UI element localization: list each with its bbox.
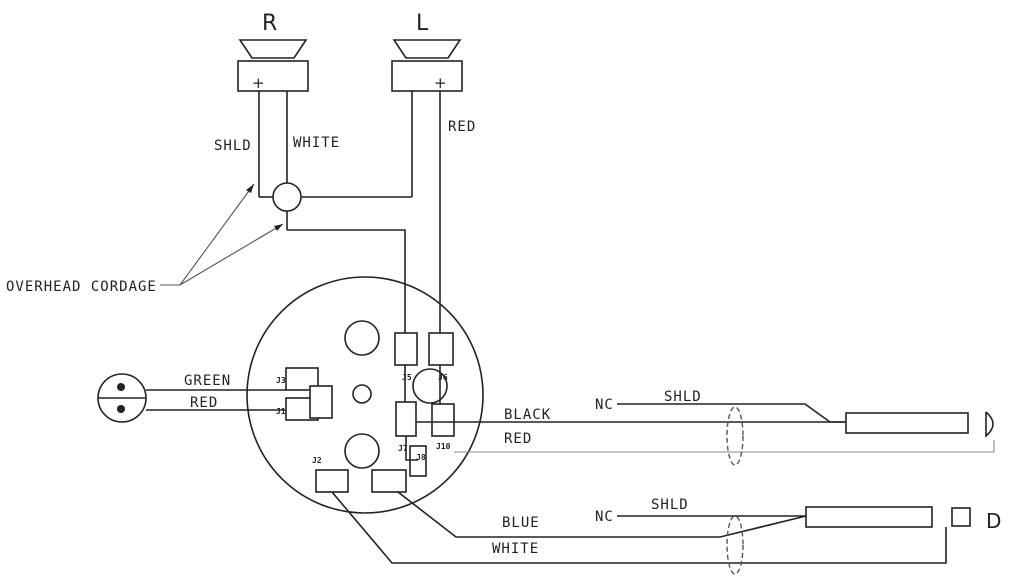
label-plug-d-lower: D bbox=[986, 509, 1001, 533]
label-black: BLACK bbox=[504, 407, 551, 423]
pin-label-4: J2 bbox=[312, 456, 322, 465]
label-blue: BLUE bbox=[502, 515, 540, 531]
upper-plug-tip bbox=[985, 411, 994, 438]
label-shld-top: SHLD bbox=[214, 138, 252, 154]
upper-cable-shield bbox=[726, 406, 744, 466]
pin-j10 bbox=[431, 403, 455, 437]
base-plate bbox=[246, 276, 484, 514]
label-white-top: WHITE bbox=[293, 135, 340, 151]
junction-circle bbox=[272, 182, 302, 212]
pin-label-9: J10 bbox=[436, 442, 451, 451]
pin-j8 bbox=[409, 445, 427, 477]
label-overhead-cordage: OVERHEAD CORDAGE bbox=[6, 279, 157, 295]
speaker-right-cone bbox=[238, 39, 308, 59]
speaker-right-plus: + bbox=[252, 74, 265, 92]
pin-j5 bbox=[394, 332, 418, 366]
mounting-hole-top bbox=[344, 320, 380, 356]
label-shld-lower: SHLD bbox=[651, 497, 689, 513]
label-shld-upper: SHLD bbox=[664, 389, 702, 405]
speaker-right-letter: R bbox=[262, 11, 277, 36]
pin-labels: J3 J1 J2 J5 J6 J7 J8 J10 bbox=[276, 373, 451, 465]
lower-cable bbox=[331, 491, 971, 575]
pin-j7 bbox=[395, 401, 417, 437]
label-red-left: RED bbox=[190, 395, 218, 411]
pin-j1-ext bbox=[309, 385, 333, 419]
left-jack bbox=[97, 373, 286, 423]
pin-label-2: J1 bbox=[276, 407, 286, 416]
pin-label-5: J5 bbox=[402, 373, 412, 382]
upper-plug-body bbox=[845, 412, 969, 434]
pin-j2 bbox=[371, 469, 407, 493]
top-wiring bbox=[258, 91, 441, 335]
pin-j3 bbox=[285, 367, 319, 391]
overhead-cordage-callout: OVERHEAD CORDAGE bbox=[6, 183, 284, 295]
speaker-right-terminal-box bbox=[237, 60, 309, 92]
base-circle bbox=[246, 276, 484, 514]
pin-blocks bbox=[285, 332, 455, 493]
speaker-left-plus: + bbox=[434, 74, 447, 92]
pin-label-8: J8 bbox=[416, 453, 426, 462]
label-nc-upper: NC bbox=[595, 397, 614, 413]
speaker-left-cone bbox=[392, 39, 462, 59]
lower-cable-shield bbox=[726, 515, 744, 575]
label-nc-lower: NC bbox=[595, 509, 614, 525]
lower-plug-tip bbox=[951, 507, 971, 527]
label-red-top: RED bbox=[448, 119, 476, 135]
mounting-hole-center bbox=[352, 384, 372, 404]
mounting-hole-bottom bbox=[344, 433, 380, 469]
speaker-left: L + bbox=[391, 11, 463, 92]
upper-cable bbox=[416, 403, 995, 466]
speaker-left-letter: L bbox=[416, 11, 429, 36]
label-white-bottom: WHITE bbox=[492, 541, 539, 557]
pin-label-7: J7 bbox=[398, 444, 408, 453]
pin-label-6: J6 bbox=[438, 373, 448, 382]
pin-center-circle bbox=[412, 368, 448, 404]
speaker-right: R + bbox=[237, 11, 309, 92]
pin-label-1: J3 bbox=[276, 376, 286, 385]
speaker-left-terminal-box bbox=[391, 60, 463, 92]
pin-j6 bbox=[428, 332, 454, 366]
label-red-lower: RED bbox=[504, 431, 532, 447]
lower-plug-body bbox=[805, 506, 933, 528]
pin-j4 bbox=[315, 469, 349, 493]
label-green: GREEN bbox=[184, 373, 231, 389]
